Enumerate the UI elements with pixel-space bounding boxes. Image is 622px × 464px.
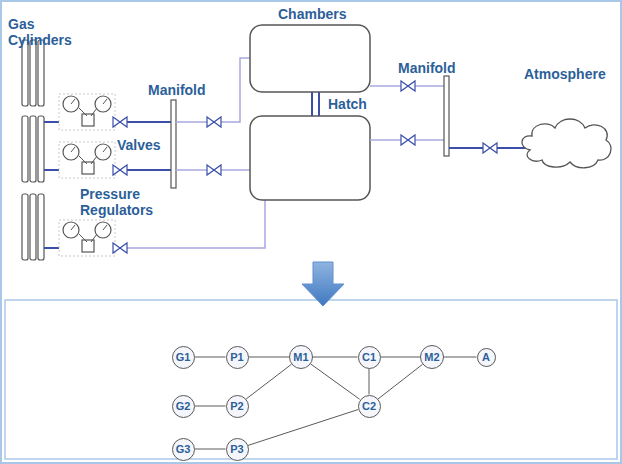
part-label: Valves (117, 137, 177, 153)
graph-edge (444, 357, 477, 358)
edge-line (313, 357, 358, 358)
graph-node-circle: G1 (172, 346, 195, 369)
edge-line (249, 357, 290, 358)
graph-edge (311, 364, 360, 399)
graph-edge (378, 364, 422, 399)
part-label: Chambers (278, 6, 378, 22)
graph-node-circle: P3 (226, 438, 249, 461)
node-label: P1 (230, 351, 243, 363)
edge-line (195, 357, 226, 358)
graph-node-circle: M2 (420, 345, 444, 369)
node-label: M2 (424, 351, 439, 363)
part-label: Manifold (398, 60, 478, 76)
graph-edge (313, 357, 358, 358)
graph-node-circle: C2 (358, 395, 381, 418)
node-label: C1 (362, 351, 376, 363)
graph-edge (249, 357, 290, 358)
edge-line (195, 406, 226, 407)
part-label: Manifold (148, 82, 228, 98)
graph-node-circle: G3 (172, 438, 195, 461)
node-label: C2 (362, 400, 376, 412)
graph-edge (195, 357, 226, 358)
graph-edge (246, 364, 291, 399)
graph-node-circle: C1 (358, 346, 381, 369)
node-label: G1 (176, 351, 191, 363)
edge-line (311, 364, 360, 399)
node-label: A (482, 351, 490, 363)
edge-line (248, 410, 358, 446)
graph-node-circle: G2 (172, 395, 195, 418)
node-label: P2 (230, 400, 243, 412)
graph-node-circle: M1 (289, 345, 313, 369)
edge-line (369, 369, 370, 395)
graph-edge (195, 406, 226, 407)
part-label: Hatch (328, 96, 388, 112)
part-label: Gas Cylinders (8, 16, 86, 48)
part-label: Pressure Regulators (80, 186, 168, 218)
node-label: P3 (230, 443, 243, 455)
node-label: M1 (293, 351, 308, 363)
graph-edge (195, 449, 226, 450)
graph-edge (381, 357, 421, 358)
edge-line (246, 364, 291, 399)
graph-node-circle: P2 (226, 395, 249, 418)
edge-line (444, 357, 477, 358)
edge-line (378, 364, 422, 399)
node-label: G2 (176, 400, 191, 412)
graph-node-circle: A (477, 348, 496, 367)
graph-node-circle: P1 (226, 346, 249, 369)
graph-edge (248, 410, 358, 446)
part-label: Atmosphere (524, 66, 620, 82)
edge-line (381, 357, 421, 358)
edge-line (195, 449, 226, 450)
graph-edge (369, 369, 370, 395)
node-label: G3 (176, 443, 191, 455)
